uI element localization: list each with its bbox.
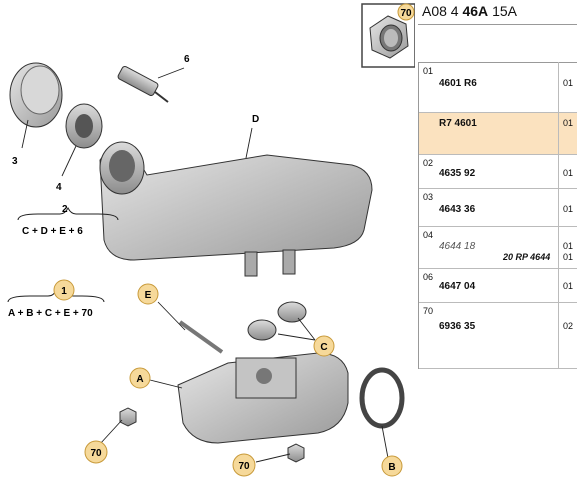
- parts-row[interactable]: 01 4601 R6 01: [419, 63, 577, 113]
- callout-1: 1: [61, 286, 67, 297]
- reservoir-cap[interactable]: [9, 62, 63, 128]
- part-quantity-2: 01: [563, 252, 574, 262]
- formula-2: C + D + E + 6: [22, 226, 83, 237]
- header-divider: [418, 24, 577, 25]
- master-cylinder[interactable]: [177, 352, 349, 444]
- brace-2: [17, 206, 119, 221]
- callout-e: E: [145, 290, 152, 301]
- header-bold: 46A: [462, 3, 489, 19]
- part-position: 70: [423, 306, 434, 316]
- catalog-header: A08 4 46A 15A: [418, 0, 577, 24]
- part-quantity: 01: [563, 281, 574, 291]
- part-reference: R7 4601: [439, 118, 477, 129]
- thumb-label: 70: [400, 8, 412, 19]
- parts-row[interactable]: R7 4601 01: [419, 113, 577, 155]
- part-position: 03: [423, 192, 434, 202]
- label-d: D: [252, 114, 259, 125]
- leader-lines: [21, 67, 389, 463]
- part-reference: 4647 04: [439, 281, 476, 292]
- part-quantity: 01: [563, 118, 574, 128]
- part-quantity: 01: [563, 168, 574, 178]
- header-prefix: A08 4: [422, 3, 459, 19]
- callout-c: C: [320, 342, 327, 353]
- fluid-reservoir[interactable]: [99, 141, 373, 277]
- label-6: 6: [184, 54, 190, 65]
- part-extra-reference: 20 RP 4644: [503, 252, 551, 262]
- part-quantity: 02: [563, 321, 574, 331]
- part-reference: 4644 18: [439, 241, 476, 252]
- part-quantity: 01: [563, 241, 574, 251]
- parts-row[interactable]: 03 4643 36 01: [419, 189, 577, 227]
- label-4: 4: [56, 182, 62, 193]
- part-reference: 4635 92: [439, 168, 476, 179]
- pin[interactable]: [178, 320, 224, 354]
- qty-divider: [558, 62, 559, 368]
- level-sensor[interactable]: [117, 65, 169, 103]
- part-position: 04: [423, 230, 434, 240]
- part-reference: 4601 R6: [439, 78, 477, 89]
- nut-right[interactable]: [287, 443, 305, 463]
- callout-70-left: 70: [90, 448, 102, 459]
- callout-70-right: 70: [238, 461, 250, 472]
- part-quantity: 01: [563, 204, 574, 214]
- part-quantity: 01: [563, 78, 574, 88]
- parts-diagram: 70: [7, 3, 415, 477]
- part-position: 02: [423, 158, 434, 168]
- o-ring[interactable]: [359, 367, 405, 429]
- grommet-seals[interactable]: [247, 301, 307, 341]
- part-position: 01: [423, 66, 434, 76]
- label-3: 3: [12, 156, 18, 167]
- callout-b: B: [388, 462, 395, 473]
- parts-row[interactable]: 70 6936 35 02: [419, 303, 577, 369]
- parts-row[interactable]: 02 4635 92 01: [419, 155, 577, 189]
- parts-row[interactable]: 06 4647 04 01: [419, 269, 577, 303]
- part-reference: 4643 36: [439, 204, 476, 215]
- filter-ring[interactable]: [65, 103, 103, 149]
- nut-left[interactable]: [119, 407, 137, 427]
- parts-table: 01 4601 R6 01 R7 4601 01 02 4635 92 01 03 4643 36…: [418, 62, 577, 369]
- catalog-reference: A08 4 46A 15A: [422, 3, 517, 19]
- header-suffix: 15A: [492, 3, 517, 19]
- callout-a: A: [136, 374, 143, 385]
- label-2: 2: [62, 204, 68, 215]
- thumbnail-nut[interactable]: 70: [361, 3, 415, 68]
- part-position: 06: [423, 272, 434, 282]
- formula-1: A + B + C + E + 70: [8, 308, 93, 319]
- part-reference: 6936 35: [439, 321, 476, 332]
